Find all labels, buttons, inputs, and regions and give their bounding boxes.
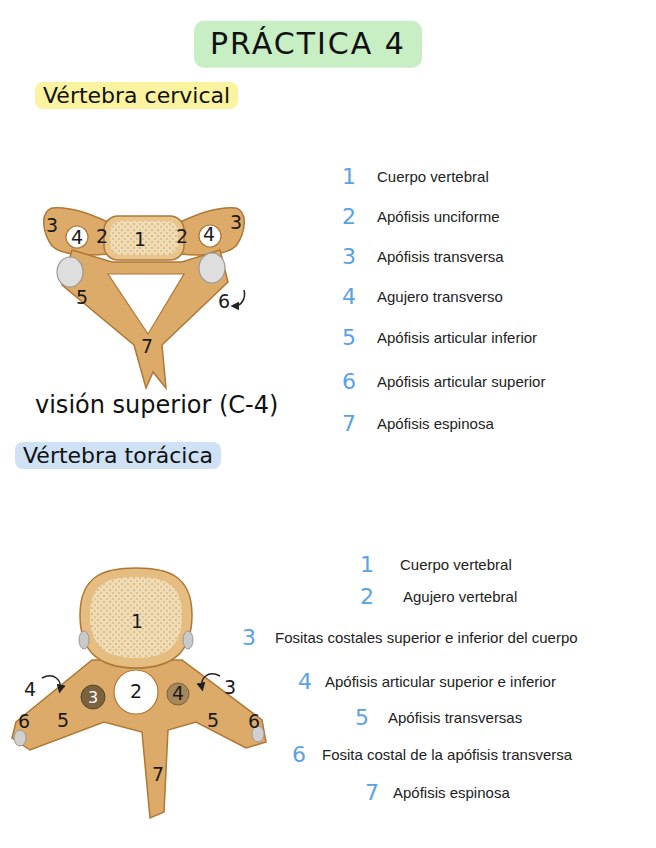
cervical-vertebra xyxy=(44,208,245,388)
list-number: 1 xyxy=(360,552,374,577)
section-band: Vértebra torácica xyxy=(15,442,221,469)
list-number: 3 xyxy=(342,244,356,269)
part-name: Apófisis articular superior e inferior xyxy=(325,673,556,690)
list-number: 5 xyxy=(342,325,356,350)
callout-number: 5 xyxy=(207,710,219,732)
section-band: Vértebra cervical xyxy=(35,82,238,109)
callout-number: 4 xyxy=(71,227,83,249)
list-number: 5 xyxy=(355,705,369,730)
list-number: 4 xyxy=(342,284,356,309)
callout-number: 6 xyxy=(248,711,260,733)
list-number: 1 xyxy=(342,164,356,189)
callout-number: 7 xyxy=(141,336,153,358)
callout-number: 6 xyxy=(18,711,30,733)
part-name: Apófisis transversas xyxy=(388,709,522,726)
part-name: Cuerpo vertebral xyxy=(400,556,512,573)
page-title: PRÁCTICA 4 xyxy=(194,21,422,68)
list-number: 7 xyxy=(342,411,356,436)
thoracic-vertebra xyxy=(12,568,266,818)
list-number: 7 xyxy=(365,780,379,805)
part-name: Apófisis articular superior xyxy=(377,373,545,390)
callout-number: 2 xyxy=(176,226,188,248)
callout-number: 1 xyxy=(134,229,146,251)
part-name: Fositas costales superior e inferior del… xyxy=(275,629,578,646)
list-number: 6 xyxy=(292,742,306,767)
part-name: Agujero transverso xyxy=(377,288,503,305)
callout-number: 1 xyxy=(131,611,143,633)
callout-number: 3 xyxy=(88,689,98,707)
section-heading: Vértebra torácica xyxy=(23,443,213,468)
callout-number: 7 xyxy=(152,764,164,786)
part-name: Apófisis transversa xyxy=(377,248,504,265)
part-name: Fosita costal de la apófisis transversa xyxy=(322,746,572,763)
callout-number: 4 xyxy=(172,683,184,705)
list-number: 2 xyxy=(342,204,356,229)
part-name: Apófisis unciforme xyxy=(377,208,500,225)
callout-number: 3 xyxy=(224,677,236,699)
list-number: 3 xyxy=(242,625,256,650)
part-name: Apófisis articular inferior xyxy=(377,329,537,346)
callout-number: 5 xyxy=(57,710,69,732)
callout-number: 3 xyxy=(230,212,242,234)
callout-number: 2 xyxy=(96,226,108,248)
callout-number: 2 xyxy=(130,681,142,703)
callout-number: 4 xyxy=(203,224,215,246)
view-caption: visión superior (C-4) xyxy=(35,392,278,420)
part-name: Agujero vertebral xyxy=(403,588,517,605)
part-name: Apófisis espinosa xyxy=(377,415,494,432)
section-heading: Vértebra cervical xyxy=(43,83,230,108)
callout-number: 5 xyxy=(76,287,88,309)
list-number: 4 xyxy=(298,669,312,694)
list-number: 6 xyxy=(342,369,356,394)
part-name: Apófisis espinosa xyxy=(393,784,510,801)
callout-number: 6 xyxy=(218,291,230,313)
list-number: 2 xyxy=(360,584,374,609)
callout-number: 4 xyxy=(24,679,36,701)
callout-number: 3 xyxy=(46,215,58,237)
part-name: Cuerpo vertebral xyxy=(377,168,489,185)
